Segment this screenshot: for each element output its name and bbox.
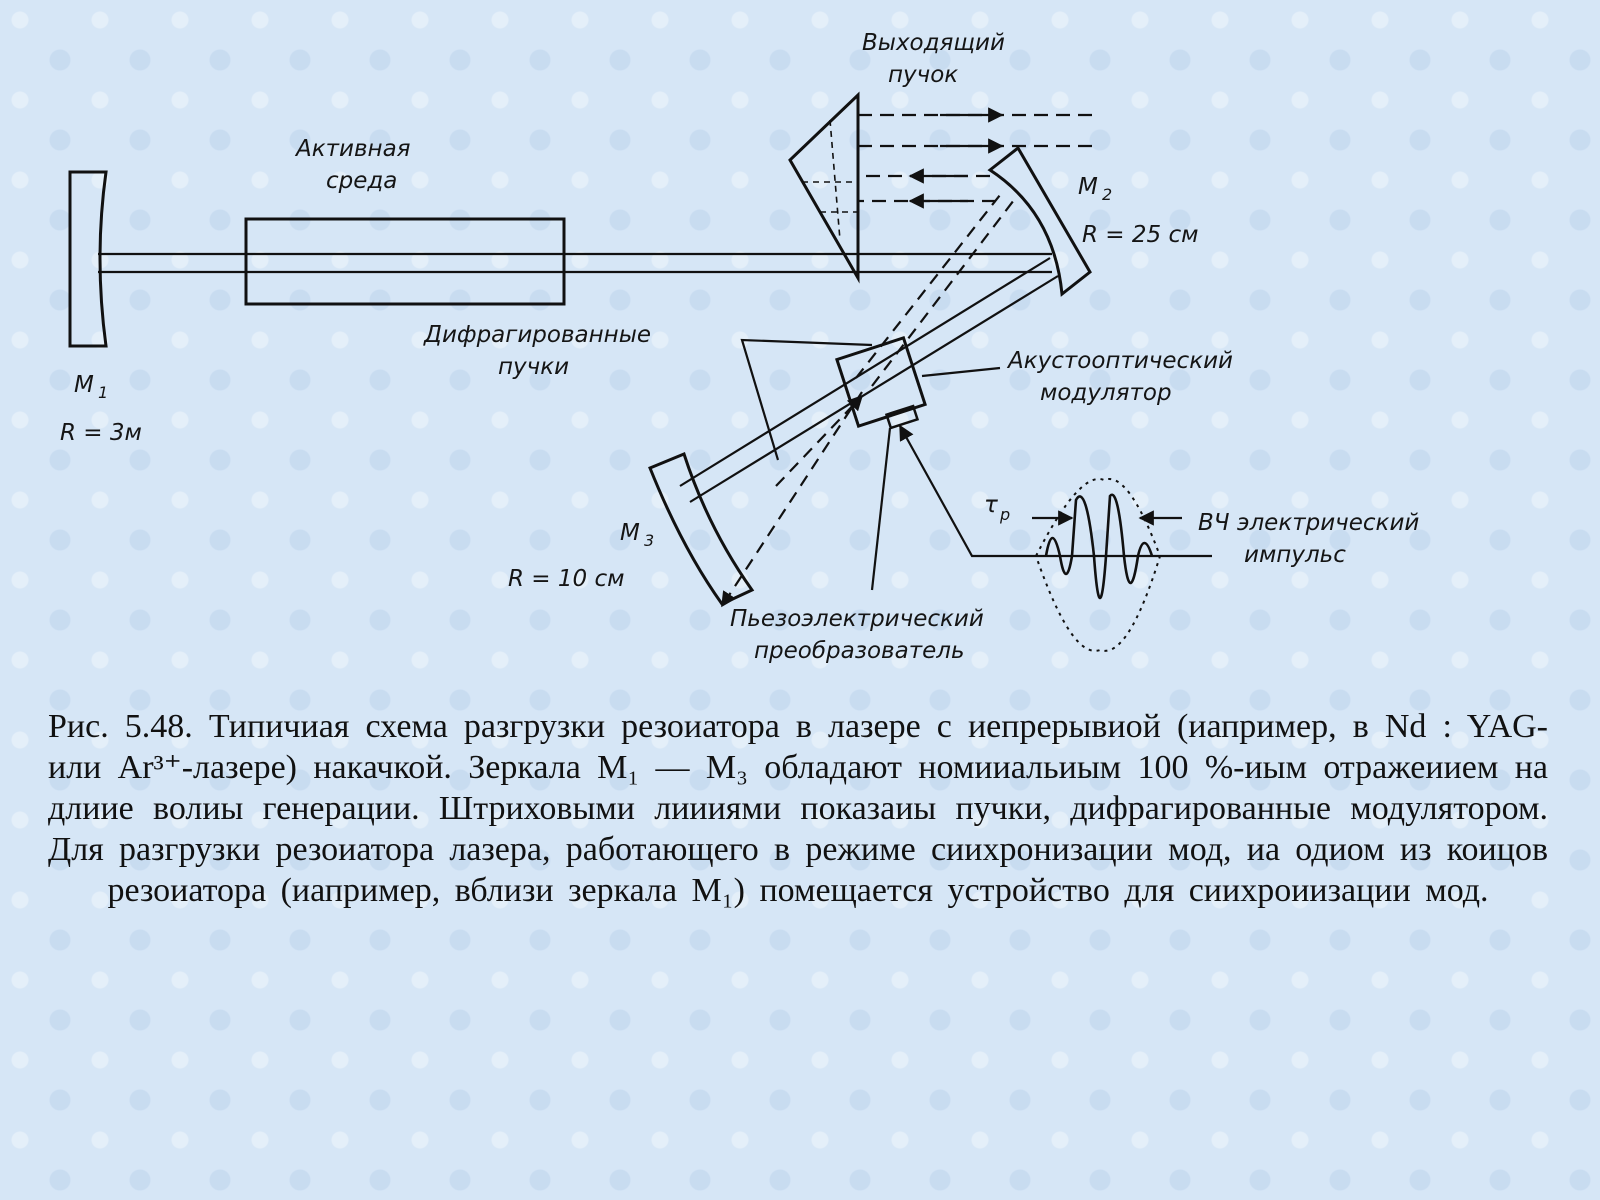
label-rf-pulse-2: импульс bbox=[1244, 542, 1346, 568]
diffracted-beam-m3-1 bbox=[721, 391, 863, 608]
label-m3-radius: R = 10 см bbox=[508, 566, 624, 592]
laser-cavity-dumping-diagram: Выходящий пучок Активная среда M 2 R = 2… bbox=[60, 30, 1419, 664]
piezo-transducer-block bbox=[884, 404, 920, 430]
acousto-optic-modulator bbox=[835, 336, 927, 428]
label-m3: M bbox=[620, 520, 640, 546]
aom-label-leader bbox=[921, 366, 1001, 378]
label-m2-radius: R = 25 см bbox=[1082, 222, 1198, 248]
label-output-beam: Выходящий bbox=[862, 30, 1005, 56]
diffracted-label-leader bbox=[740, 338, 873, 461]
label-diffracted: Дифрагированные bbox=[423, 322, 651, 348]
label-output-beam-2: пучок bbox=[888, 62, 958, 88]
label-active-medium-2: среда bbox=[326, 168, 397, 194]
intracavity-beam-1 bbox=[679, 257, 1051, 487]
rf-feed-line bbox=[899, 424, 1212, 558]
label-m1-radius: R = 3м bbox=[60, 420, 142, 446]
rf-pulse-waveform bbox=[1044, 493, 1154, 599]
label-tau-sub: p bbox=[999, 505, 1010, 524]
label-m1-sub: 1 bbox=[98, 383, 108, 402]
label-m2-sub: 2 bbox=[1102, 185, 1112, 204]
active-medium-rod bbox=[244, 217, 566, 306]
output-prism bbox=[788, 91, 860, 284]
label-diffracted-2: пучки bbox=[498, 354, 569, 380]
label-m2: M bbox=[1078, 174, 1098, 200]
label-tau: τ bbox=[984, 492, 998, 518]
figure-caption: Рис. 5.48. Типичиая схема разгрузки резо… bbox=[48, 708, 1548, 909]
label-aom-2: модулятор bbox=[1040, 380, 1172, 406]
diffracted-beam-dashed-1 bbox=[855, 194, 1001, 379]
mirror-m3 bbox=[648, 451, 755, 606]
mirror-m2 bbox=[987, 145, 1092, 297]
mirror-m1 bbox=[68, 170, 108, 348]
label-aom: Акустооптический bbox=[1006, 348, 1233, 374]
label-piezo: Пьезоэлектрический bbox=[730, 606, 984, 632]
label-m3-sub: 3 bbox=[644, 531, 654, 550]
label-piezo-2: преобразователь bbox=[754, 638, 965, 664]
label-active-medium: Активная bbox=[294, 136, 411, 162]
label-rf-pulse: ВЧ электрический bbox=[1198, 510, 1419, 536]
rf-pulse-envelope bbox=[1034, 477, 1162, 652]
piezo-label-leader bbox=[870, 427, 892, 591]
diffracted-beam-m3-2 bbox=[775, 394, 864, 487]
intracavity-beam-2 bbox=[689, 275, 1059, 503]
label-m1: M bbox=[74, 372, 94, 398]
